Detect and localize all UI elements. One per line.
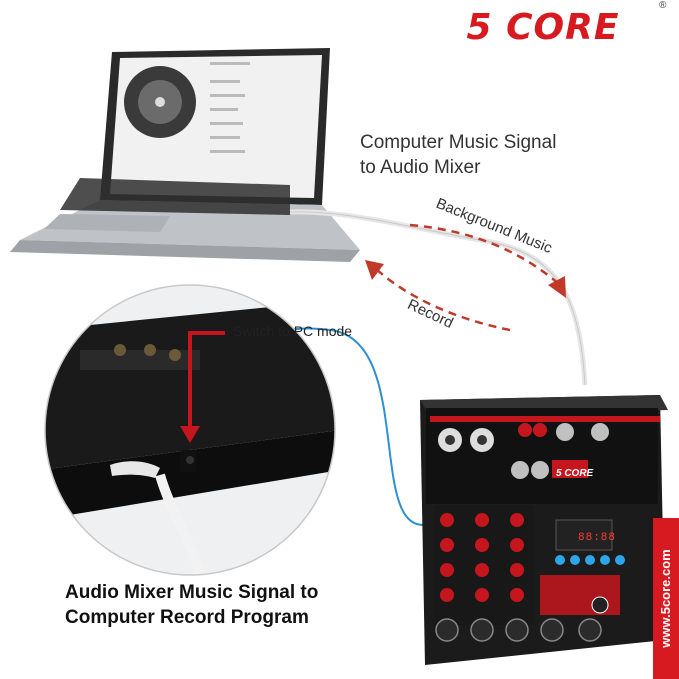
brand-logo-text: 5 CORE [466, 7, 620, 48]
switch-to-pc-label: Switch to PC mode [233, 323, 353, 339]
top-caption-line1: Computer Music Signal [360, 132, 557, 153]
laptop-illustration [10, 48, 360, 262]
registered-mark: ® [659, 0, 667, 11]
record-arrow [374, 267, 511, 332]
brand-logo: 5 CORE [419, 6, 667, 50]
background-music-arrow [409, 223, 561, 286]
bottom-caption: Audio Mixer Music Signal to Computer Rec… [65, 580, 318, 630]
top-caption: Computer Music Signal to Audio Mixer [360, 130, 556, 180]
top-caption-line2: to Audio Mixer [360, 157, 481, 178]
bottom-caption-line1: Audio Mixer Music Signal to [65, 582, 319, 603]
mixer-brand-label: 5 CORE [556, 468, 594, 479]
website-banner: www.5core.com [653, 518, 679, 679]
switch-pointer [180, 331, 225, 443]
mixer-led-display: 88:88 [578, 532, 617, 544]
website-url: www.5core.com [658, 549, 673, 648]
audio-mixer [420, 395, 668, 665]
bottom-caption-line2: Computer Record Program [65, 607, 309, 628]
